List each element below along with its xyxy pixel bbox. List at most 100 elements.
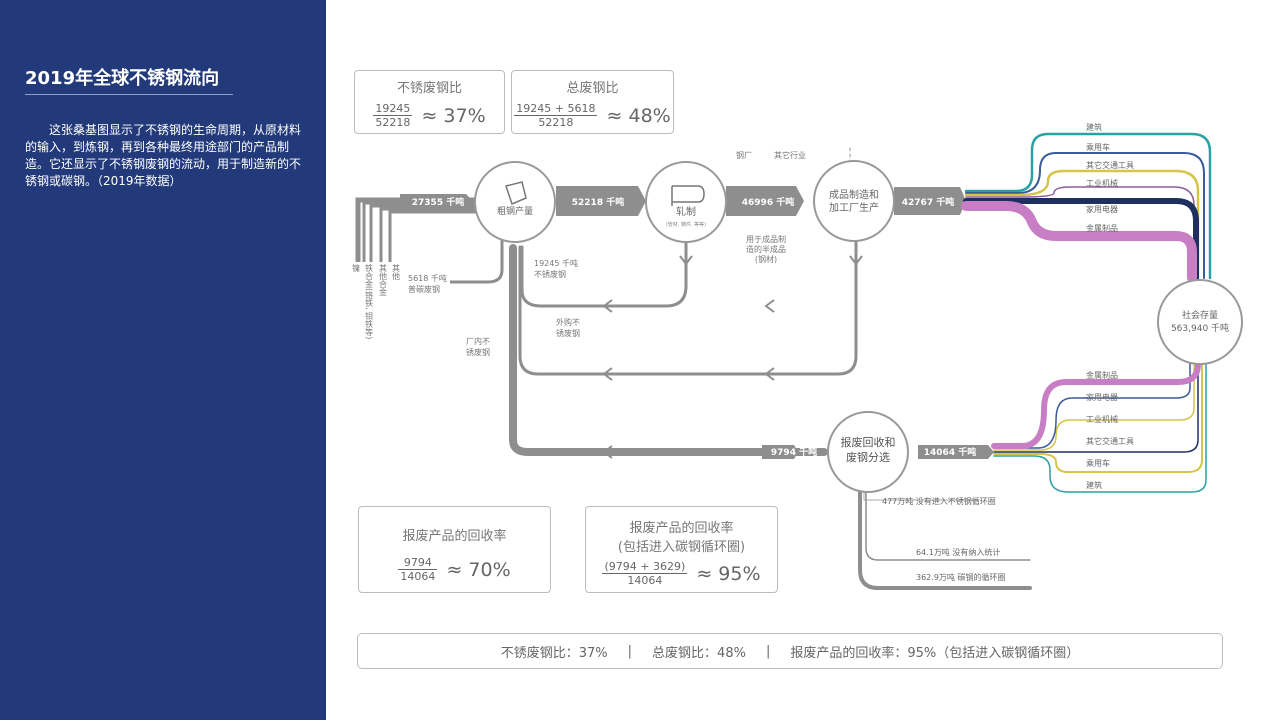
ratio-numerator: 9794 [398,556,438,570]
ratio-fraction: 19245 52218 [373,102,413,129]
other-industry-label: 其它行业 [774,150,806,160]
sector-out-label: 家用电器 [1086,204,1118,214]
flow-input-value: 27355 千吨 [412,196,464,208]
flow-recycled-band [762,445,798,459]
ratio-result: ≈ 37% [421,104,486,127]
ratio-label: 不锈废钢比 [396,81,462,96]
flow-eol-value: 14064 千吨 [924,446,976,458]
sector-flows-out [961,132,1212,283]
ladle-icon [505,181,527,206]
sector-out-label: 工业机械 [1086,178,1118,188]
semi-label-1: 用于成品制 [746,234,786,244]
loss-label-3: 362.9万吨 碳钢的循环圈 [916,572,1005,582]
sector-out-label: 金属制品 [1086,223,1118,233]
scrap-in-value: 19245 千吨 [534,258,578,268]
sector-in-label: 家用电器 [1086,392,1118,402]
node-fab-label-1: 成品制造和 [829,188,879,201]
node-fabrication [813,160,895,242]
ratio-result: ≈ 48% [606,104,671,127]
mill-label: 钢厂 [736,150,752,160]
carbon-scrap-label: 普碳废钢 [408,284,440,294]
sector-in-label: 乘用车 [1086,458,1110,468]
ratio-numerator: 19245 + 5618 [514,102,598,116]
summary-separator: | [765,643,771,659]
input-nickel-label: 镍 [352,263,361,273]
node-crude-label: 粗钢产量 [497,205,533,217]
plant-scrap-label-1: 厂内不 [466,336,490,346]
sankey-diagram: 粗钢产量 轧制 (管材, 铸件, 等等) 成品制造和 加工厂生产 社会存量 56… [352,122,1243,590]
ratio-denominator: 52218 [538,116,574,129]
loss-flows [858,488,1032,590]
node-society-label-1: 社会存量 [1182,309,1218,321]
sector-out-label: 建筑 [1086,122,1102,132]
description-text: 这张桑基图显示了不锈钢的生命周期，从原材料的输入，到炼钢，再到各种最终用途部门的… [25,123,302,188]
ratio-label: 报废产品的回收率 [402,529,507,544]
sector-out-label: 其它交通工具 [1086,160,1134,170]
node-rolling [645,161,727,243]
summary-stainless-ratio: 不锈废钢比：37% [500,645,608,661]
coil-icon [671,185,705,206]
external-scrap-label-1: 外购不 [556,317,580,327]
semi-label-2: 造的半成品 [746,244,786,254]
summary-bar: 不锈废钢比：37% | 总废钢比：48% | 报废产品的回收率：95%（包括进入… [357,633,1223,669]
ratio-denominator: 14064 [400,570,436,583]
node-crude [474,161,556,243]
sector-in-label: 金属制品 [1086,370,1118,380]
node-society-label-2: 563,940 千吨 [1171,322,1229,334]
node-recycling [827,411,909,493]
sidebar: 2019年全球不锈钢流向 这张桑基图显示了不锈钢的生命周期，从原材料的输入，到炼… [0,0,326,720]
flow-arrows [602,255,863,459]
flow-crude-out-value: 52218 千吨 [572,196,624,208]
ratio-label-2: (包括进入碳钢循环圈) [617,540,746,555]
node-rolling-label: 轧制 [676,205,696,218]
carbon-scrap-value: 5618 千吨 [408,273,447,283]
node-rolling-sub: (管材, 铸件, 等等) [666,221,706,228]
ratio-fraction: 9794 14064 [398,556,438,583]
loss-label-2: 64.1万吨 没有纳入统计 [916,547,1000,557]
sector-flows-in [991,359,1207,493]
ratio-box-recovery-carbon: 报废产品的回收率 (包括进入碳钢循环圈) (9794 + 3629) 14064… [585,506,778,593]
main-area: 粗钢产量 轧制 (管材, 铸件, 等等) 成品制造和 加工厂生产 社会存量 56… [326,0,1280,720]
ratio-fraction: (9794 + 3629) 14064 [602,560,688,587]
ratio-label: 总废钢比 [566,81,619,96]
page-title: 2019年全球不锈钢流向 [25,68,220,89]
external-scrap-label-2: 锈废钢 [556,328,580,338]
ratio-fraction: 19245 + 5618 52218 [514,102,598,129]
input-ferro-label: 铁合金(铬铁, 钼铁等) [365,263,374,339]
title-divider [25,94,233,95]
plant-scrap-label-2: 锈废钢 [466,347,490,357]
input-other-alloys-label: 其他合金 [379,264,388,296]
flow-fab-out-band [894,187,966,215]
summary-recovery-rate: 报废产品的回收率：95%（包括进入碳钢循环圈） [790,645,1080,661]
ratio-numerator: 19245 [373,102,413,116]
ratio-box-recovery: 报废产品的回收率 9794 14064 ≈ 70% [358,506,551,593]
ratio-box-total-scrap: 总废钢比 19245 + 5618 52218 ≈ 48% [511,70,674,134]
flow-fab-out-value: 42767 千吨 [902,196,954,208]
node-recycling-label-1: 报废回收和 [841,435,896,449]
ratio-numerator: (9794 + 3629) [602,560,688,574]
ratio-label: 报废产品的回收率 [629,521,734,536]
semi-label-3: (钢材) [755,254,777,264]
node-society [1157,279,1243,365]
scrap-in-label: 不锈废钢 [534,269,566,279]
flow-rolled-out-band [726,186,804,216]
ratio-denominator: 14064 [627,574,663,587]
carbon-scrap-input [450,236,504,284]
ratio-box-stainless-scrap: 不锈废钢比 19245 52218 ≈ 37% [354,70,505,134]
ratio-denominator: 52218 [375,116,411,129]
flow-crude-out-band [556,186,646,216]
node-fab-label-2: 加工厂生产 [829,201,879,214]
flow-rolled-out-value: 46996 千吨 [742,196,794,208]
summary-separator: | [627,643,633,659]
flow-input-band [400,194,474,210]
ratio-result: ≈ 70% [446,558,511,581]
sector-out-label: 乘用车 [1086,142,1110,152]
flow-recycled-value: 9794 千吨 [771,446,817,458]
sector-in-label: 工业机械 [1086,414,1118,424]
ratio-result: ≈ 95% [696,562,761,585]
loss-label-1: 477万吨 没有进入不锈钢循环圈 [882,496,996,506]
flow-eol-band [918,445,994,459]
summary-total-ratio: 总废钢比：48% [652,645,746,661]
sector-in-label: 其它交通工具 [1086,436,1134,446]
sector-in-label: 建筑 [1086,480,1102,490]
